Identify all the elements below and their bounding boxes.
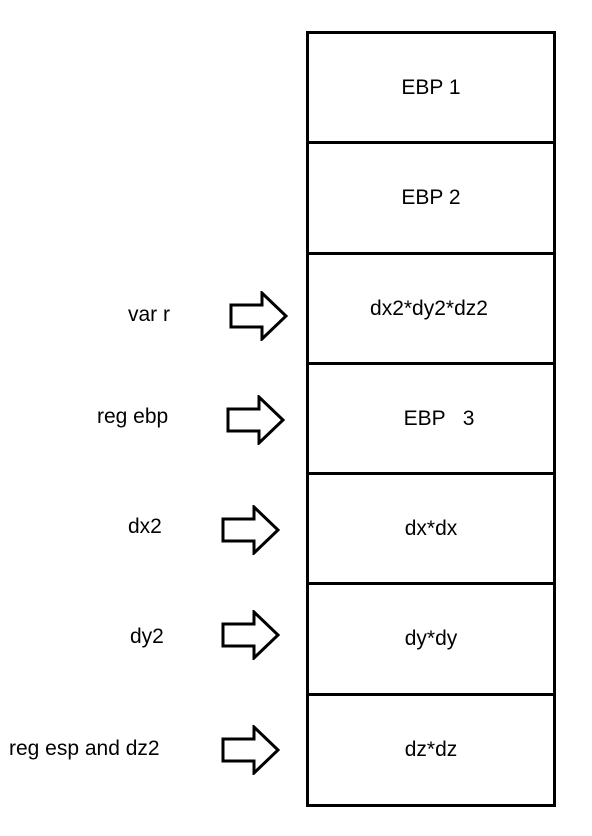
pointer-arrow-icon [226,395,286,445]
pointer-arrow-icon [221,725,281,775]
stack-cell-text: EBP 1 [401,75,461,99]
stack-cell-text: EBP 3 [403,406,475,430]
pointer-label-reg-ebp: reg ebp [97,405,169,428]
stack-cell-dy2: dy*dy [306,582,556,696]
stack-cell-r: dx2*dy2*dz2 [306,252,556,365]
pointer-arrow-icon [221,505,281,555]
stack-cell-text: dx2*dy2*dz2 [370,296,488,320]
stack-cell-ebp-2: EBP 2 [306,141,556,255]
stack-cell-text: dx*dx [404,516,458,540]
stack-cell-text: dy*dy [404,627,458,650]
pointer-arrow-icon [221,610,281,660]
stack-cell-text: dz*dz [404,738,458,761]
pointer-arrow-icon [229,291,289,341]
stack-cell-text: EBP 2 [401,186,461,209]
stack-cell-ebp-3: EBP 3 [306,362,556,475]
pointer-label-var-r: var r [128,303,170,326]
stack-frame: EBP 1 EBP 2 dx2*dy2*dz2 EBP 3 dx*dx dy*d… [306,31,556,807]
stack-cell-dx2: dx*dx [306,472,556,585]
pointer-label-dx2: dx2 [128,515,162,538]
stack-cell-dz2: dz*dz [306,693,556,807]
pointer-label-reg-esp-dz2: reg esp and dz2 [9,737,160,760]
stack-cell-ebp-1: EBP 1 [306,31,556,144]
pointer-label-dy2: dy2 [130,625,164,648]
